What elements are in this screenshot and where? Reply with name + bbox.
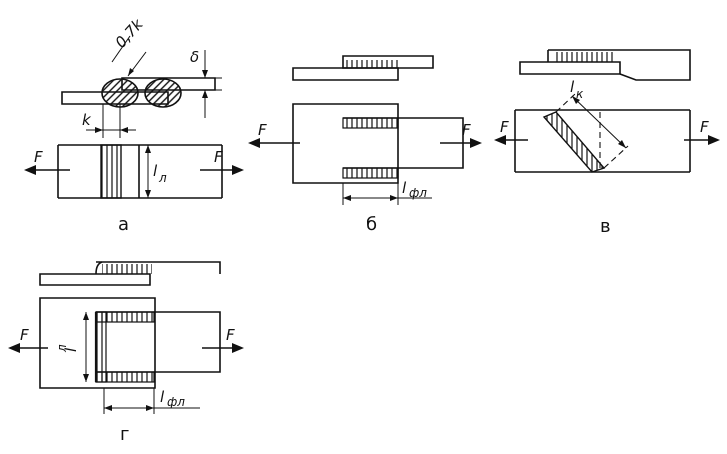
force-v-right: F <box>700 118 709 136</box>
dim-l-sub: л <box>158 171 167 185</box>
figure-v: l к F F в <box>494 49 720 237</box>
fig-a-plan: l л F F <box>24 144 244 199</box>
force-g-right: F <box>226 326 235 344</box>
force-g-left: F <box>20 326 29 344</box>
dim-g-l: l <box>62 347 80 352</box>
fig-v-plan: l к F F <box>494 78 720 173</box>
force-b-right: F <box>462 121 471 139</box>
fig-b-plan: l фл F F <box>248 103 482 205</box>
label-b: б <box>366 214 377 235</box>
dim-g-l-sub: л <box>55 344 69 353</box>
figure-b: l фл F F б <box>248 55 482 235</box>
label-a: а <box>118 214 129 235</box>
fig-v-section <box>519 49 691 81</box>
dim-g-l-fl: l <box>160 388 165 406</box>
fig-g-section <box>39 261 221 286</box>
figure-a: 0,7k δ k <box>24 14 244 235</box>
dim-l: l <box>153 162 158 180</box>
force-v-left: F <box>500 118 509 136</box>
label-g: г <box>120 424 129 445</box>
label-v: в <box>600 216 611 237</box>
dim-l-fl-b-sub: фл <box>409 186 427 200</box>
dim-l-k-sub: к <box>576 87 584 101</box>
fig-g-plan: l л l фл F F <box>8 297 244 414</box>
figure-g: l л l фл F F г <box>8 261 244 445</box>
dim-delta: δ <box>190 48 199 66</box>
force-b-left: F <box>258 121 267 139</box>
dim-l-k: l <box>570 78 575 96</box>
dim-g-l-fl-sub: фл <box>167 395 185 409</box>
dim-k: k <box>82 111 92 129</box>
force-left: F <box>34 148 43 166</box>
dim-0-7k: 0,7k <box>112 14 148 51</box>
dim-l-fl-b: l <box>402 179 407 197</box>
fig-b-section <box>292 55 434 81</box>
fig-a-section: 0,7k δ k <box>61 14 222 138</box>
force-right: F <box>214 148 223 166</box>
